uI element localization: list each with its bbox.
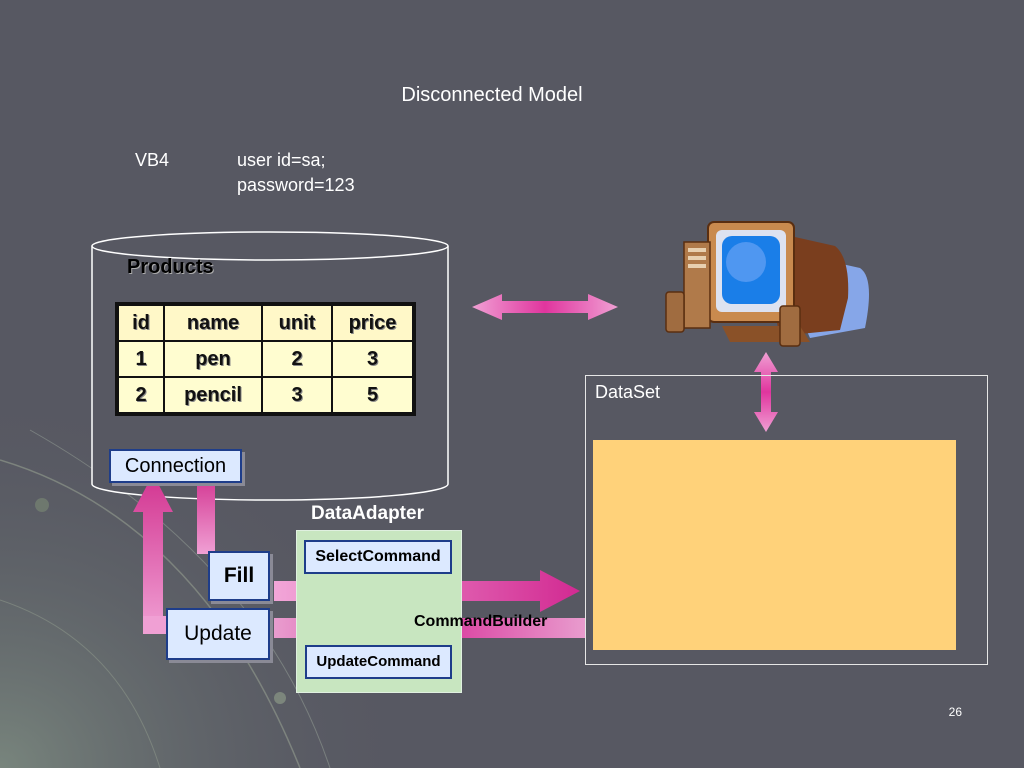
table-cell: 3 xyxy=(331,340,414,378)
table-cell: 2 xyxy=(261,340,333,378)
column-header: price xyxy=(331,304,414,342)
table-row: 1 pen 2 3 xyxy=(117,340,414,378)
products-table-name: Products xyxy=(127,256,214,278)
vb-label: VB4 xyxy=(135,150,170,170)
select-command-box[interactable]: SelectCommand xyxy=(304,540,452,574)
products-table: id name unit price 1 pen 2 3 2 pencil 3 … xyxy=(115,302,416,416)
table-cell: 5 xyxy=(331,376,414,414)
user-id-text: user id=sa; xyxy=(237,150,326,170)
computer-icon xyxy=(665,221,869,347)
connection-down-bar xyxy=(197,474,215,554)
column-header: id xyxy=(117,304,165,342)
fill-button[interactable]: Fill xyxy=(208,551,270,601)
computer-dataset-arrow xyxy=(754,352,778,432)
data-adapter-label: DataAdapter xyxy=(311,503,424,524)
page-number: 26 xyxy=(948,705,962,719)
dataset-label: DataSet xyxy=(595,382,661,402)
db-computer-arrow xyxy=(472,294,618,320)
table-cell: 1 xyxy=(117,340,165,378)
update-left-bar xyxy=(143,616,167,634)
table-cell: 2 xyxy=(117,376,165,414)
update-button[interactable]: Update xyxy=(166,608,270,660)
table-cell: pen xyxy=(163,340,263,378)
connection-box[interactable]: Connection xyxy=(109,449,242,483)
command-builder-label: CommandBuilder xyxy=(414,613,548,630)
connection-up-arrow xyxy=(133,474,173,633)
dataset-content xyxy=(593,440,956,650)
slide-title: Disconnected Model xyxy=(401,84,583,106)
column-header: name xyxy=(163,304,263,342)
dataset-frame xyxy=(585,375,988,665)
table-cell: 3 xyxy=(261,376,333,414)
password-text: password=123 xyxy=(237,175,355,195)
update-command-box[interactable]: UpdateCommand xyxy=(305,645,452,679)
table-header-row: id name unit price xyxy=(117,304,414,342)
table-cell: pencil xyxy=(163,376,263,414)
table-row: 2 pencil 3 5 xyxy=(117,376,414,414)
column-header: unit xyxy=(261,304,333,342)
